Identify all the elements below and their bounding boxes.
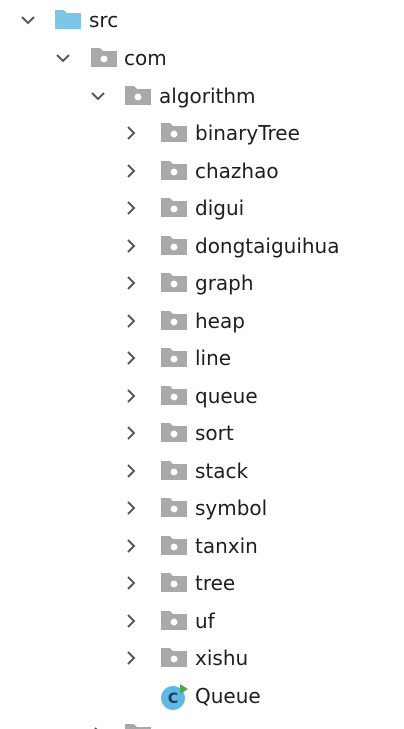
chevron-right-icon[interactable]	[120, 535, 142, 557]
chevron-right-icon[interactable]	[120, 122, 142, 144]
package-folder-icon	[159, 307, 189, 333]
package-folder-icon	[159, 419, 189, 445]
tree-node-package[interactable]: heap	[0, 303, 404, 340]
chevron-right-icon[interactable]	[120, 310, 142, 332]
package-folder-icon	[159, 119, 189, 145]
chevron-right-icon[interactable]	[120, 610, 142, 632]
chevron-down-icon[interactable]	[87, 85, 109, 107]
tree-node-label: tanxin	[195, 534, 258, 558]
tree-node-label: algorithm	[159, 84, 256, 108]
tree-node-label: stack	[195, 459, 249, 483]
tree-node-package[interactable]: xishu	[0, 640, 404, 677]
tree-node-package[interactable]: graph	[0, 265, 404, 302]
package-folder-icon	[159, 269, 189, 295]
package-folder-icon	[159, 232, 189, 258]
tree-node-src[interactable]: src	[0, 2, 404, 39]
chevron-down-icon[interactable]	[17, 9, 39, 31]
tree-node-label: line	[195, 346, 232, 370]
tree-node-package[interactable]: sort	[0, 415, 404, 452]
package-folder-icon	[89, 44, 119, 70]
package-folder-icon	[159, 532, 189, 558]
chevron-right-icon[interactable]	[120, 460, 142, 482]
source-folder-icon	[53, 6, 83, 32]
tree-node-package[interactable]: digui	[0, 190, 404, 227]
svg-text:C: C	[168, 691, 178, 707]
tree-node-label: tree	[195, 571, 236, 595]
tree-node-label: Queue	[195, 684, 261, 708]
tree-node-label: src	[89, 8, 119, 32]
tree-node-label: symbol	[195, 496, 268, 520]
chevron-right-icon[interactable]	[120, 235, 142, 257]
chevron-right-icon[interactable]	[120, 385, 142, 407]
tree-node-queue-class[interactable]: C Queue	[0, 678, 404, 715]
tree-node-package[interactable]: dongtaiguihua	[0, 228, 404, 265]
tree-node-package[interactable]: line	[0, 340, 404, 377]
chevron-right-icon[interactable]	[120, 422, 142, 444]
chevron-right-icon[interactable]	[120, 497, 142, 519]
chevron-right-icon[interactable]	[87, 723, 109, 729]
package-folder-icon	[159, 157, 189, 183]
tree-node-label: heap	[195, 309, 245, 333]
tree-node-package[interactable]: uf	[0, 603, 404, 640]
package-folder-icon	[159, 644, 189, 670]
tree-node-label: xishu	[195, 646, 249, 670]
chevron-down-icon[interactable]	[52, 47, 74, 69]
package-folder-icon	[159, 382, 189, 408]
tree-node-com[interactable]: com	[0, 40, 404, 77]
tree-node-package[interactable]: symbol	[0, 490, 404, 527]
package-folder-icon	[159, 344, 189, 370]
java-class-icon: C	[159, 682, 189, 712]
chevron-right-icon[interactable]	[120, 197, 142, 219]
tree-node-package[interactable]: binaryTree	[0, 115, 404, 152]
tree-node-label: digui	[195, 196, 245, 220]
tree-node-label: graph	[195, 271, 254, 295]
tree-node-label: uf	[195, 609, 215, 633]
tree-node-package[interactable]: queue	[0, 378, 404, 415]
tree-node-package[interactable]: tanxin	[0, 528, 404, 565]
chevron-right-icon[interactable]	[120, 572, 142, 594]
tree-node-label: dongtaiguihua	[195, 234, 340, 258]
tree-node-package[interactable]: chazhao	[0, 153, 404, 190]
package-folder-icon	[123, 82, 153, 108]
tree-node-partial[interactable]	[0, 716, 404, 729]
chevron-right-icon[interactable]	[120, 347, 142, 369]
tree-node-package[interactable]: tree	[0, 565, 404, 602]
package-folder-icon	[159, 457, 189, 483]
tree-node-algorithm[interactable]: algorithm	[0, 78, 404, 115]
chevron-right-icon[interactable]	[120, 160, 142, 182]
package-folder-icon	[123, 720, 153, 729]
chevron-right-icon[interactable]	[120, 272, 142, 294]
tree-node-package[interactable]: stack	[0, 453, 404, 490]
tree-node-label: binaryTree	[195, 121, 300, 145]
tree-node-label: com	[124, 46, 167, 70]
package-folder-icon	[159, 607, 189, 633]
package-folder-icon	[159, 194, 189, 220]
package-folder-icon	[159, 569, 189, 595]
chevron-right-icon[interactable]	[120, 647, 142, 669]
tree-node-label: chazhao	[195, 159, 279, 183]
tree-node-label: sort	[195, 421, 234, 445]
package-folder-icon	[159, 494, 189, 520]
tree-node-label: queue	[195, 384, 258, 408]
